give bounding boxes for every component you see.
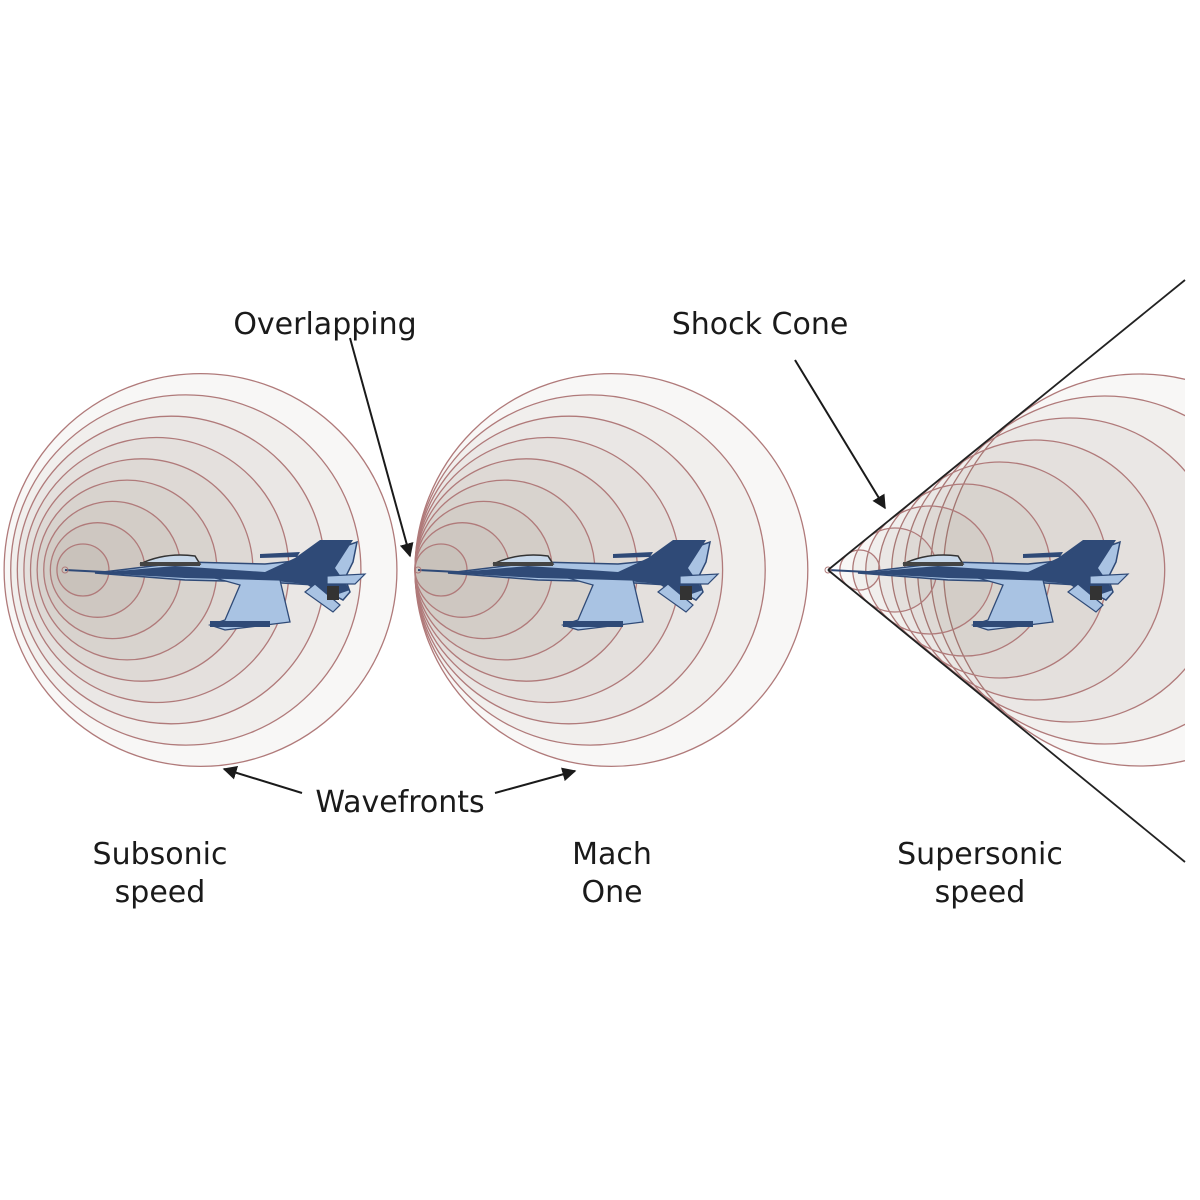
subsonic-label-line2: speed <box>115 875 206 910</box>
wavefronts-label: Wavefronts <box>315 785 484 820</box>
wavefronts-arrow-left <box>222 766 303 794</box>
mach-one-label-line2: One <box>581 875 642 910</box>
supersonic-label-line2: speed <box>935 875 1026 910</box>
subsonic-label-line1: Subsonic <box>93 837 228 872</box>
wavefronts-arrow-right <box>494 767 577 794</box>
mach-one-label-line1: Mach <box>572 837 652 872</box>
overlapping-arrow <box>349 337 414 558</box>
shock-cone-lower-line <box>827 569 1186 863</box>
overlapping-label: Overlapping <box>233 307 416 342</box>
shock-cone-upper-line <box>827 279 1186 571</box>
supersonic-label-line1: Supersonic <box>897 837 1063 872</box>
shock-cone-arrow <box>794 359 886 510</box>
shock-cone-label: Shock Cone <box>672 307 849 342</box>
